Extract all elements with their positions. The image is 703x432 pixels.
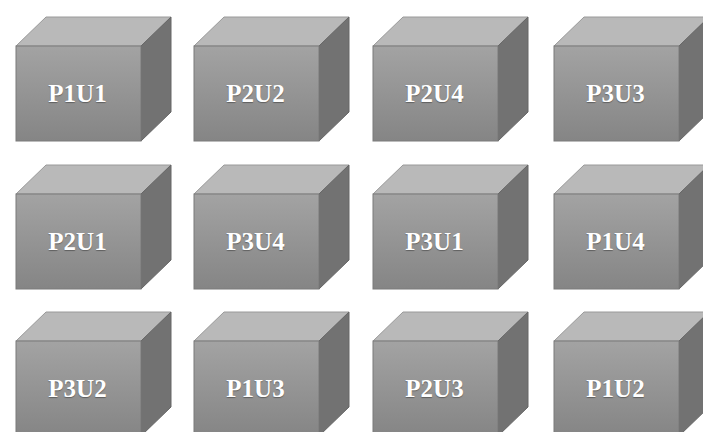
cube-face [498, 312, 528, 432]
cube-label: P1U3 [193, 341, 318, 432]
cube-face [373, 341, 498, 432]
cube-face [194, 341, 319, 432]
cube-shape [15, 15, 173, 142]
cube-face [373, 194, 498, 289]
cube-box: P3U1 [372, 163, 530, 290]
cube-label: P1U4 [553, 194, 678, 289]
cube-label: P2U3 [372, 341, 497, 432]
cube-face [16, 46, 141, 141]
cube-shape [372, 15, 530, 142]
cube-face [679, 165, 703, 289]
cube-face [554, 46, 679, 141]
cube-label: P3U1 [372, 194, 497, 289]
cube-face [141, 17, 171, 141]
cube-face [554, 165, 703, 194]
cube-box: P2U1 [15, 163, 173, 290]
cube-shape [553, 15, 703, 142]
cube-shape [15, 163, 173, 290]
cube-box: P2U3 [372, 310, 530, 432]
cube-face [679, 312, 703, 432]
cube-face [319, 17, 349, 141]
cube-box: P1U3 [193, 310, 351, 432]
cube-face [16, 341, 141, 432]
cube-label: P1U1 [15, 46, 140, 141]
cube-box: P2U4 [372, 15, 530, 142]
cube-box: P3U3 [553, 15, 703, 142]
cube-box: P3U2 [15, 310, 173, 432]
cube-face [319, 312, 349, 432]
cube-shape [193, 15, 351, 142]
cube-shape [193, 310, 351, 432]
cube-shape [372, 163, 530, 290]
cube-face [373, 46, 498, 141]
cube-face [16, 194, 141, 289]
cube-face [194, 194, 319, 289]
cube-face [141, 165, 171, 289]
cube-box: P1U4 [553, 163, 703, 290]
cube-label: P3U3 [553, 46, 678, 141]
cube-label: P2U1 [15, 194, 140, 289]
cube-shape [553, 163, 703, 290]
cube-face [554, 194, 679, 289]
cube-face [194, 46, 319, 141]
cube-face [554, 312, 703, 341]
cube-label: P3U4 [193, 194, 318, 289]
cube-label: P3U2 [15, 341, 140, 432]
cube-face [554, 341, 679, 432]
cube-face [141, 312, 171, 432]
cube-shape [15, 310, 173, 432]
cube-box: P2U2 [193, 15, 351, 142]
cube-face [554, 17, 703, 46]
cube-box: P3U4 [193, 163, 351, 290]
cube-box: P1U1 [15, 15, 173, 142]
cube-label: P2U2 [193, 46, 318, 141]
cube-face [498, 17, 528, 141]
cube-face [679, 17, 703, 141]
cube-face [498, 165, 528, 289]
cube-shape [372, 310, 530, 432]
cube-box: P1U2 [553, 310, 703, 432]
cube-label: P2U4 [372, 46, 497, 141]
cube-shape [193, 163, 351, 290]
cube-shape [553, 310, 703, 432]
cube-label: P1U2 [553, 341, 678, 432]
cube-face [319, 165, 349, 289]
